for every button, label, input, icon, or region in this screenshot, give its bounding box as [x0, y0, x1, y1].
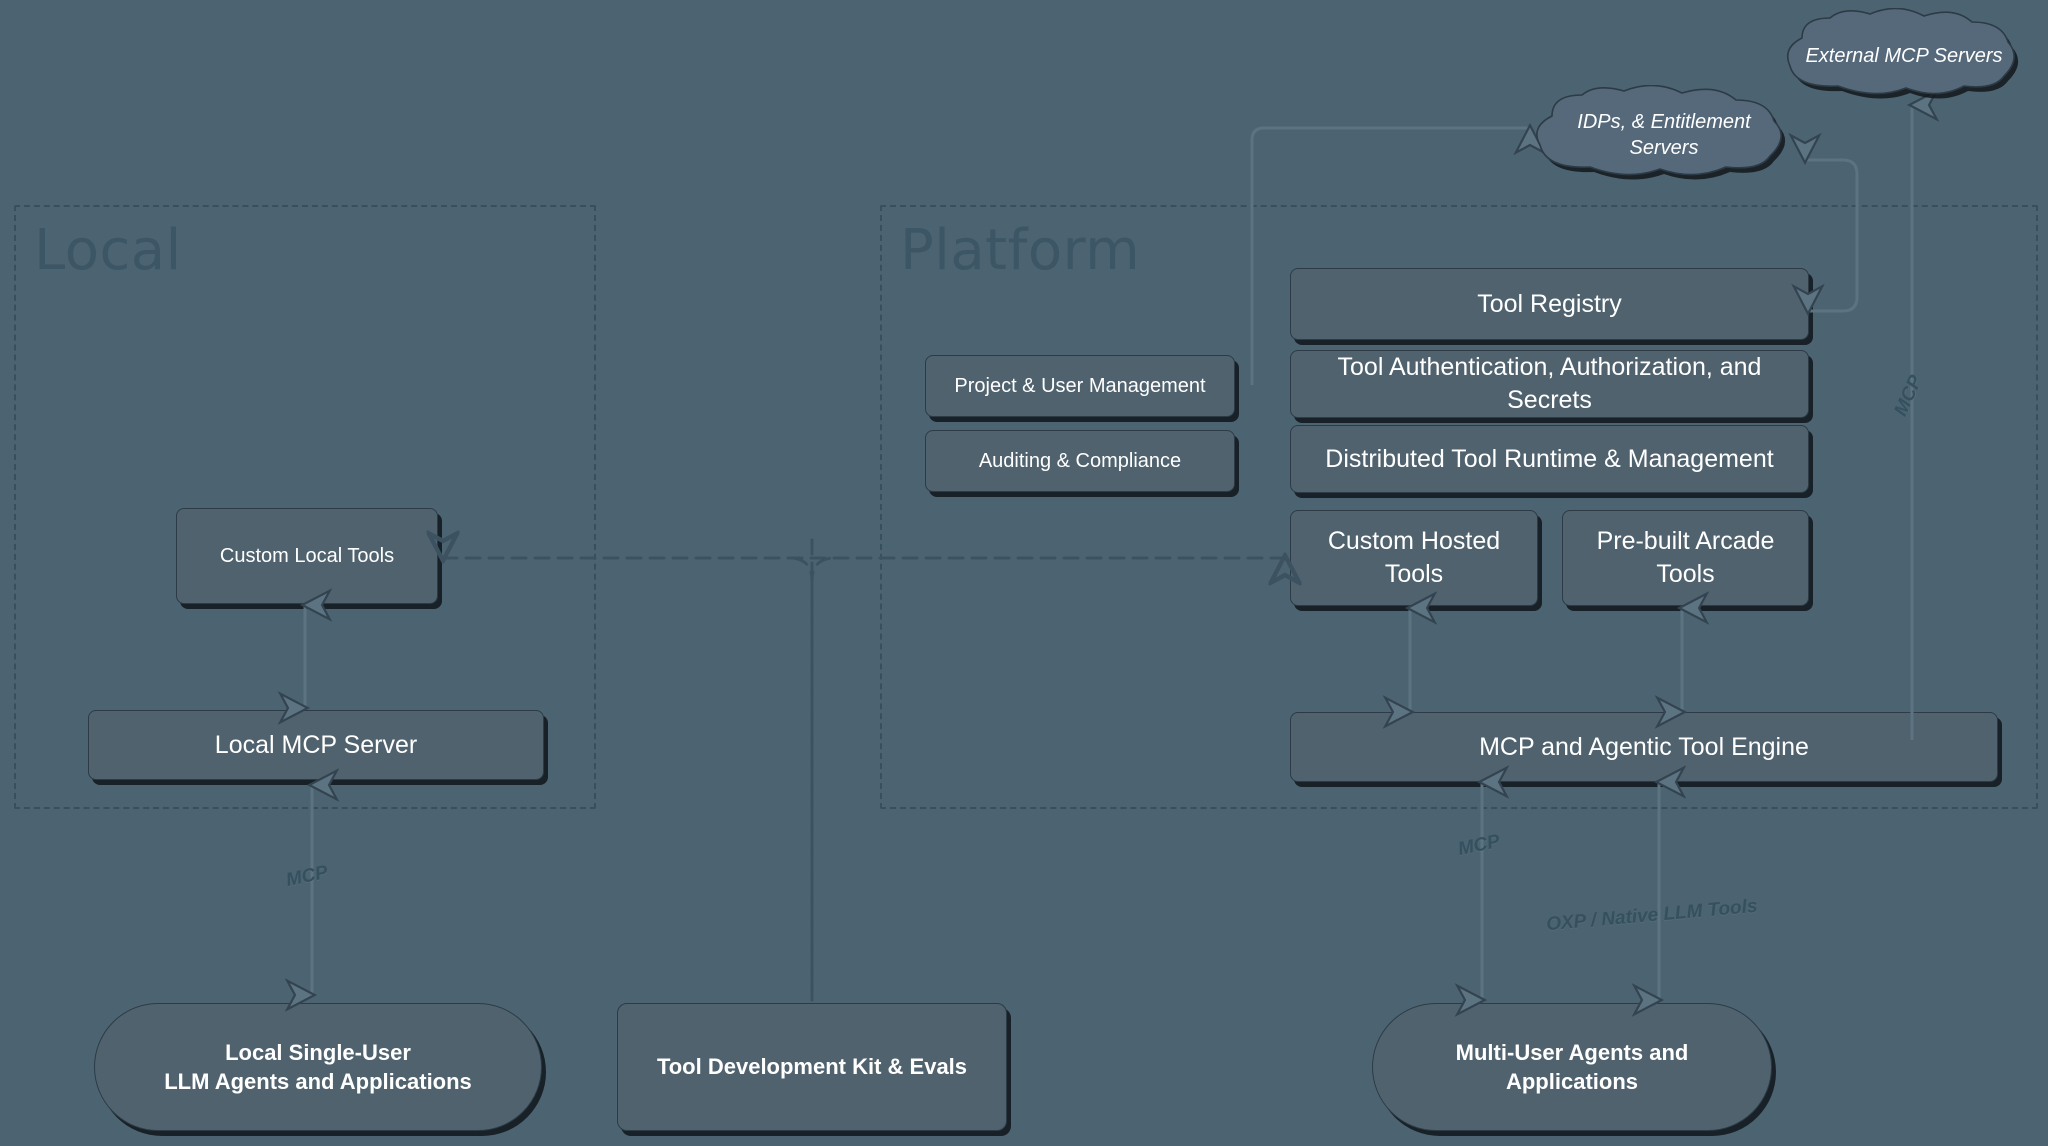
group-local-title: Local — [34, 218, 182, 283]
node-tool-development-kit[interactable]: Tool Development Kit & Evals — [617, 1003, 1007, 1131]
node-local-single-user-agents[interactable]: Local Single-User LLM Agents and Applica… — [94, 1003, 542, 1131]
node-multi-user-agents-applications[interactable]: Multi-User Agents and Applications — [1372, 1003, 1772, 1131]
node-tool-registry[interactable]: Tool Registry — [1290, 268, 1809, 340]
node-local-mcp-server[interactable]: Local MCP Server — [88, 710, 544, 780]
group-platform-title: Platform — [900, 218, 1141, 283]
cloud-shape-icon — [1786, 8, 2019, 99]
node-custom-hosted-tools[interactable]: Custom Hosted Tools — [1290, 510, 1538, 606]
node-custom-local-tools[interactable]: Custom Local Tools — [176, 508, 438, 604]
cloud-external-mcp-servers-label: External MCP Servers — [1805, 45, 2003, 67]
node-local-agents-line1: Local Single-User — [225, 1039, 411, 1065]
node-tool-authentication-authorization-secrets[interactable]: Tool Authentication, Authorization, and … — [1290, 350, 1809, 418]
cloud-external-mcp-servers[interactable]: External MCP Servers — [1778, 8, 2030, 104]
edge-label-oxp-native-llm-tools: OXP / Native LLM Tools — [1545, 895, 1759, 936]
node-local-agents-text: Local Single-User LLM Agents and Applica… — [164, 1038, 472, 1096]
node-multi-user-agents-line1: Multi-User Agents and — [1455, 1039, 1689, 1065]
node-distributed-tool-runtime-management[interactable]: Distributed Tool Runtime & Management — [1290, 425, 1809, 493]
edge-label-mcp-engine-agents: MCP — [1456, 830, 1502, 861]
node-local-agents-line2: LLM Agents and Applications — [164, 1069, 472, 1094]
node-multi-user-agents-line2: Applications — [1505, 1069, 1638, 1094]
edge-label-mcp-local: MCP — [284, 861, 330, 892]
node-mcp-agentic-tool-engine[interactable]: MCP and Agentic Tool Engine — [1290, 712, 1998, 782]
cloud-shape-icon — [1536, 85, 1786, 180]
node-prebuilt-arcade-tools[interactable]: Pre-built Arcade Tools — [1562, 510, 1809, 606]
cloud-idps-label: IDPs, & Entitlement Servers — [1555, 109, 1772, 161]
cloud-idps-line1: IDPs, & Entitlement — [1577, 111, 1751, 133]
cloud-idps-entitlement-servers[interactable]: IDPs, & Entitlement Servers — [1528, 85, 1800, 185]
cloud-idps-line2: Servers — [1629, 137, 1699, 159]
node-multi-user-agents-text: Multi-User Agents and Applications — [1456, 1038, 1689, 1096]
node-project-user-management[interactable]: Project & User Management — [925, 355, 1235, 417]
node-auditing-compliance[interactable]: Auditing & Compliance — [925, 430, 1235, 492]
